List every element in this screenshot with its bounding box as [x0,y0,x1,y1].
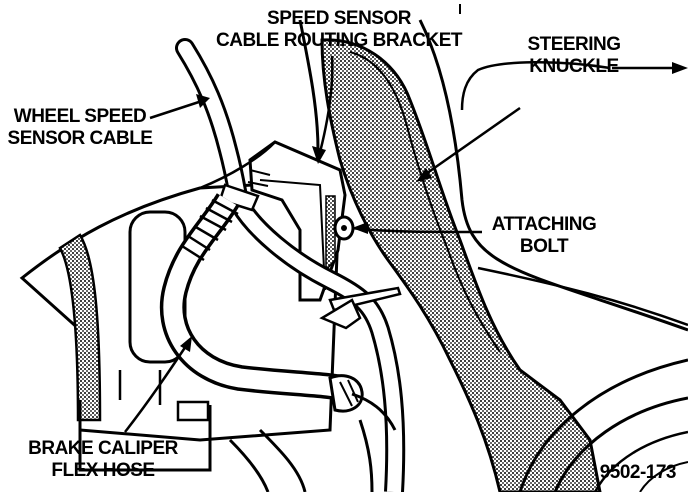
steering-knuckle-label: STEERING KNUCKLE [510,34,638,78]
wheel-speed-sensor-cable-label-line2: SENSOR CABLE [7,128,153,149]
leader-cable [149,98,206,120]
speed-sensor-bracket-label: SPEED SENSOR CABLE ROUTING BRACKET [208,8,470,52]
brake-caliper-flex-hose-label: BRAKE CALIPER FLEX HOSE [20,438,186,482]
attaching-bolt-shape [333,215,355,241]
brake-caliper-flex-hose-label-line2: FLEX HOSE [51,460,155,481]
hose-clip-shape [319,286,402,330]
attaching-bolt-label: ATTACHING BOLT [482,214,606,258]
structure-lines [199,4,461,492]
wheel-speed-sensor-cable-shape [175,38,406,492]
rotor-hub-shape [518,358,688,492]
leader-lines [124,55,682,433]
attaching-bolt-label-line2: BOLT [519,236,569,257]
steering-knuckle-label-line2: KNUCKLE [529,56,619,77]
brake-caliper-flex-hose-label-line1: BRAKE CALIPER [28,438,178,459]
steering-knuckle-label-line1: STEERING [527,34,621,55]
wheel-speed-sensor-cable-label-line1: WHEEL SPEED [13,106,147,127]
leader-hose [124,339,192,433]
leader-knuckle-lower [419,106,521,180]
figure-number: 9502-173 [599,462,677,483]
speed-sensor-bracket-label-line2: CABLE ROUTING BRACKET [216,30,463,51]
leader-arrowheads [180,62,688,352]
attaching-bolt-label-line1: ATTACHING [491,214,597,235]
steering-knuckle-shape [320,19,688,492]
speed-sensor-bracket-label-line1: SPEED SENSOR [267,8,411,29]
wheel-speed-sensor-cable-label: WHEEL SPEED SENSOR CABLE [2,106,158,150]
leader-knuckle [460,61,611,111]
